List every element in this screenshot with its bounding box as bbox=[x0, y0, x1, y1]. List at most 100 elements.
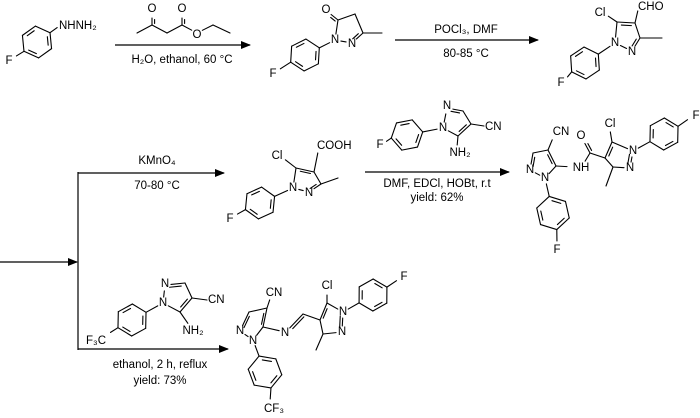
atom-label: N bbox=[338, 326, 346, 338]
atom-label: CN bbox=[208, 294, 225, 306]
bond bbox=[386, 280, 398, 288]
bond bbox=[169, 285, 182, 288]
atom-label: F bbox=[376, 139, 383, 151]
bond bbox=[317, 47, 320, 65]
bond bbox=[122, 307, 132, 314]
atom-label: N bbox=[281, 327, 289, 339]
atom-label: Cl bbox=[272, 150, 283, 162]
bond bbox=[604, 157, 614, 168]
bond bbox=[275, 358, 283, 376]
bond bbox=[548, 165, 557, 175]
bond bbox=[34, 25, 51, 34]
step5-yield: yield: 73% bbox=[133, 375, 186, 387]
bond bbox=[390, 122, 398, 139]
atom-label: F bbox=[226, 213, 233, 225]
bond bbox=[547, 149, 557, 167]
bond bbox=[253, 384, 272, 389]
bond bbox=[597, 53, 600, 71]
bond bbox=[584, 142, 591, 154]
bond bbox=[457, 123, 472, 137]
bond bbox=[400, 123, 410, 126]
atom-label: Cl bbox=[595, 7, 606, 19]
bond bbox=[634, 37, 641, 47]
bond bbox=[254, 345, 260, 357]
bond bbox=[372, 302, 388, 312]
atom-label: Cl bbox=[605, 118, 616, 130]
bond bbox=[109, 327, 119, 333]
bond bbox=[612, 166, 625, 169]
bond bbox=[548, 195, 567, 202]
bond bbox=[179, 311, 189, 324]
atom-label: NH₂ bbox=[449, 147, 470, 159]
bond bbox=[236, 209, 246, 215]
bond bbox=[663, 117, 679, 127]
bond bbox=[395, 119, 413, 124]
atom-label: N bbox=[236, 325, 244, 337]
bond bbox=[292, 316, 305, 330]
bond bbox=[290, 61, 305, 72]
bond bbox=[23, 50, 40, 59]
bond bbox=[272, 195, 276, 213]
bond bbox=[627, 153, 631, 165]
bond bbox=[179, 297, 193, 313]
bond bbox=[443, 113, 447, 123]
bond bbox=[416, 131, 424, 148]
bond bbox=[604, 141, 613, 159]
bond bbox=[532, 156, 536, 168]
bond bbox=[46, 36, 49, 46]
bond bbox=[574, 51, 584, 57]
atom-label: N bbox=[439, 122, 447, 134]
atom-label: O bbox=[322, 4, 331, 16]
bond bbox=[151, 24, 168, 34]
bond bbox=[305, 38, 320, 49]
bond bbox=[340, 40, 347, 43]
bond bbox=[181, 24, 193, 31]
bond bbox=[534, 172, 541, 176]
atom-label: CN bbox=[266, 287, 283, 299]
bond bbox=[244, 333, 249, 338]
bond bbox=[620, 24, 632, 27]
bond bbox=[279, 61, 292, 70]
bond bbox=[201, 24, 214, 31]
bond bbox=[570, 46, 585, 57]
bond bbox=[309, 183, 317, 189]
bond bbox=[322, 332, 337, 335]
bond bbox=[244, 209, 260, 220]
bond bbox=[447, 130, 459, 137]
bond bbox=[619, 45, 628, 49]
bond bbox=[184, 282, 193, 299]
bond bbox=[649, 141, 665, 151]
atom-label: NH₂ bbox=[182, 325, 203, 337]
atom-label: CHO bbox=[638, 1, 664, 13]
bond bbox=[335, 19, 339, 35]
step4-conditions: DMF, EDCl, HOBt, r.t bbox=[383, 178, 491, 190]
atom-label: CN bbox=[553, 126, 570, 138]
bond bbox=[422, 128, 438, 133]
bond bbox=[314, 50, 317, 61]
bond bbox=[634, 10, 639, 24]
atom-label: N bbox=[331, 34, 339, 46]
bond bbox=[372, 278, 388, 288]
atom-label: N bbox=[541, 172, 549, 184]
bond bbox=[616, 21, 636, 24]
bond bbox=[571, 71, 587, 80]
step3-reagents: KMnO₄ bbox=[138, 155, 176, 167]
bond bbox=[320, 177, 339, 185]
atom-label: N bbox=[526, 164, 534, 176]
bond bbox=[411, 119, 424, 133]
step5-conditions: ethanol, 2 h, reflux bbox=[113, 359, 208, 371]
atom-label: N bbox=[348, 38, 356, 50]
bond bbox=[352, 33, 359, 40]
bond bbox=[605, 166, 614, 187]
atom-label: N bbox=[611, 37, 619, 49]
bond bbox=[244, 193, 248, 211]
atom-label: N bbox=[626, 162, 634, 174]
bond bbox=[401, 146, 419, 151]
bond bbox=[462, 110, 472, 125]
bond bbox=[131, 327, 147, 337]
bond bbox=[270, 374, 283, 389]
atom-label: F bbox=[400, 271, 407, 283]
